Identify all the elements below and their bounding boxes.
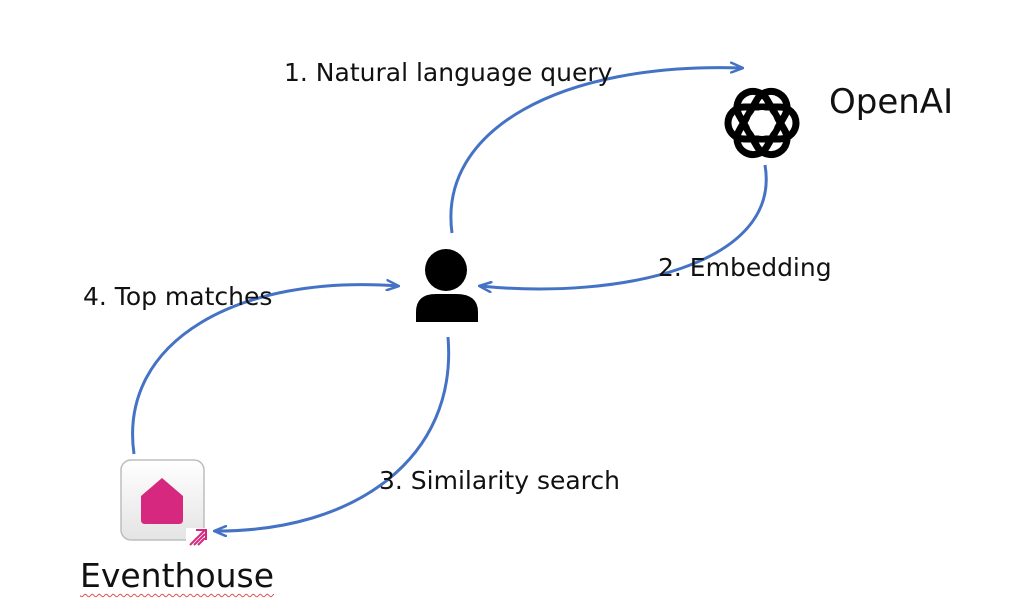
openai-logo [724, 87, 800, 159]
arrow-matches [131, 285, 398, 455]
arrow-embedding [480, 164, 768, 289]
eventhouse-label: Eventhouse [80, 556, 275, 595]
step-query-label: 1. Natural language query [284, 58, 613, 87]
step-matches-label: 4. Top matches [83, 282, 273, 311]
eventhouse-icon [120, 459, 208, 548]
openai-logo-center [749, 110, 775, 136]
arrow-query [449, 68, 742, 234]
openai-label: OpenAI [829, 82, 954, 122]
step-embedding-label: 2. Embedding [658, 253, 832, 282]
user-icon [416, 249, 478, 322]
arrow-similarity [215, 336, 451, 531]
step-similarity-label: 3. Similarity search [379, 466, 620, 495]
